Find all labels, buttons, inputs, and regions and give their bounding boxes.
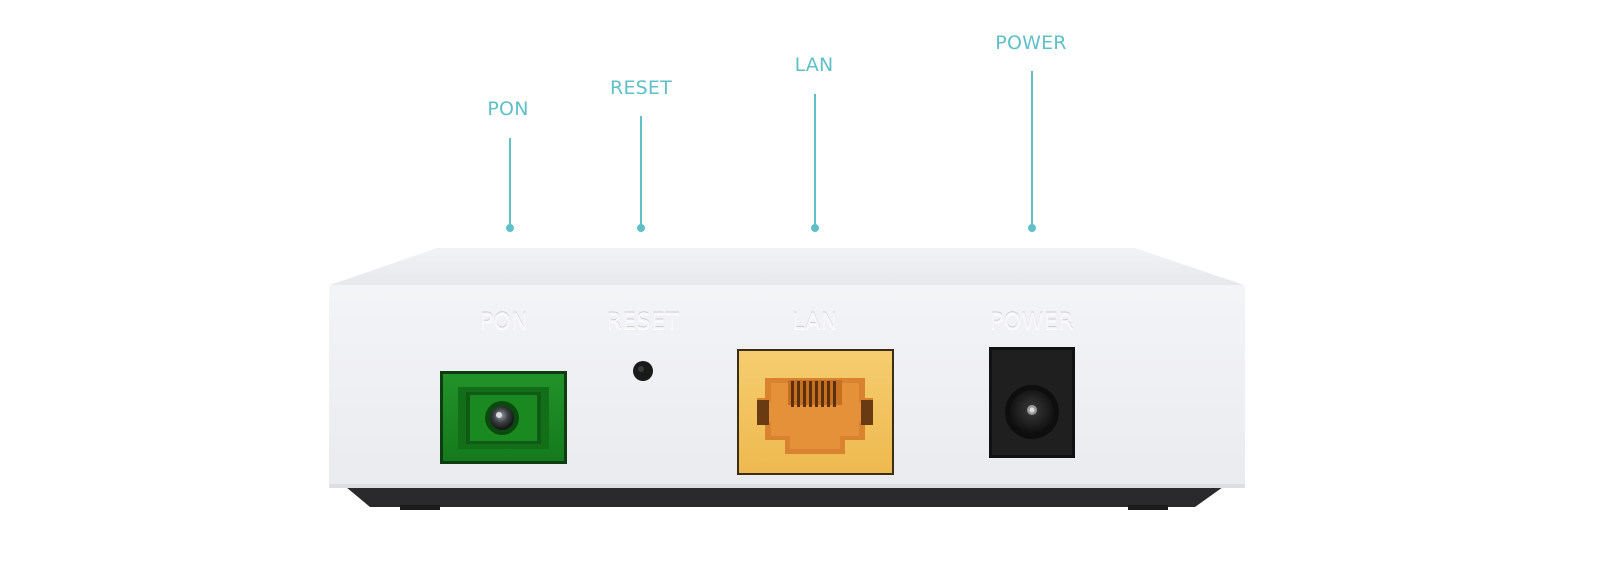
callout-label-reset: RESET: [610, 77, 672, 99]
callout-dot-reset: [637, 224, 645, 232]
callout-label-lan: LAN: [794, 54, 834, 76]
pon-port[interactable]: [440, 371, 567, 464]
callout-label-pon: PON: [487, 98, 529, 120]
embossed-label-pon: PON: [479, 310, 529, 335]
callout-line-power: [1031, 71, 1033, 227]
embossed-label-lan: LAN: [792, 310, 838, 335]
callout-label-power: POWER: [995, 32, 1067, 54]
device-top-surface: [330, 248, 1244, 285]
callout-dot-power: [1028, 224, 1036, 232]
embossed-label-reset: RESET: [606, 310, 680, 335]
power-port[interactable]: [989, 347, 1075, 458]
callout-line-pon: [509, 138, 511, 227]
callout-line-reset: [640, 116, 642, 227]
device-base: [346, 487, 1223, 510]
reset-pinhole[interactable]: [633, 361, 653, 381]
callout-line-lan: [814, 94, 816, 227]
embossed-label-power: POWER: [989, 310, 1075, 335]
callout-dot-lan: [811, 224, 819, 232]
lan-port[interactable]: [737, 349, 894, 475]
callout-dot-pon: [506, 224, 514, 232]
